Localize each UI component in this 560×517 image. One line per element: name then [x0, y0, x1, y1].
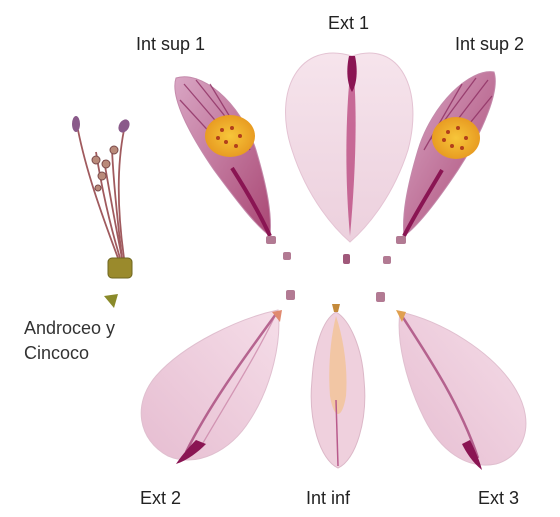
- fragment-lower-left: [286, 290, 295, 300]
- label-ext-3: Ext 3: [478, 488, 519, 509]
- label-androceo-line-1: Androceo y: [24, 316, 115, 341]
- fragment-lower-right: [376, 292, 385, 302]
- androecium-gynoecium: [72, 116, 132, 308]
- petal-ext-2: [141, 310, 282, 464]
- petal-ext-3: [396, 310, 526, 470]
- label-int-sup-2: Int sup 2: [455, 34, 524, 55]
- label-androceo-line-2: Cincoco: [24, 341, 115, 366]
- label-ext-2: Ext 2: [140, 488, 181, 509]
- label-ext-1: Ext 1: [328, 13, 369, 34]
- petal-int-sup-1: [175, 77, 291, 260]
- petal-int-inf: [311, 304, 365, 468]
- petal-ext-1: [286, 53, 413, 264]
- label-int-inf: Int inf: [306, 488, 350, 509]
- label-int-sup-1: Int sup 1: [136, 34, 205, 55]
- label-androceo-gineceo: Androceo y Cincoco: [24, 316, 115, 366]
